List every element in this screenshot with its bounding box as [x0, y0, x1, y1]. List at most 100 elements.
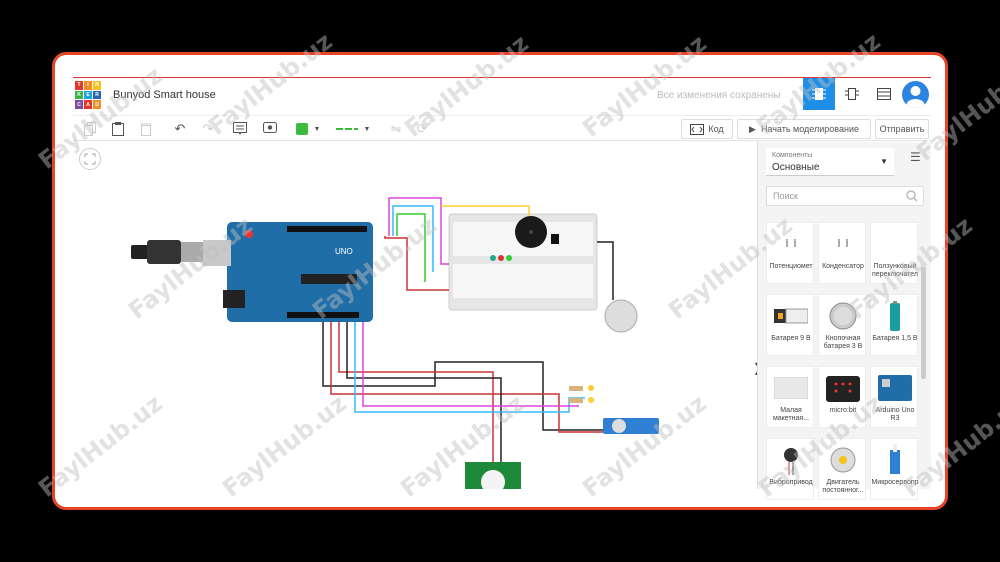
usb-cable[interactable]: [131, 240, 203, 264]
circuit-canvas[interactable]: UNO: [73, 142, 757, 502]
vibration-motor-icon: [773, 443, 809, 477]
logo-letter: A: [84, 100, 92, 109]
rotate-button[interactable]: ⟳: [411, 119, 433, 139]
logo-letter: K: [75, 90, 83, 100]
code-label: Код: [708, 124, 724, 134]
search-placeholder: Поиск: [773, 191, 798, 201]
dc-motor-icon: [825, 443, 861, 477]
paste-button[interactable]: [107, 119, 129, 139]
trash-icon: [140, 123, 152, 136]
component-label: Потенциомет: [769, 263, 813, 270]
component-label: Кнопочная батарея 3 В: [823, 335, 863, 350]
component-item[interactable]: Двигатель постоянног...: [818, 438, 866, 500]
copy-button[interactable]: [79, 119, 101, 139]
schematic-icon: [845, 88, 859, 100]
user-avatar[interactable]: [902, 81, 929, 108]
component-item[interactable]: Arduino Uno R3: [870, 366, 918, 428]
wires[interactable]: [322, 197, 614, 462]
undo-button[interactable]: ↶: [169, 119, 191, 139]
component-item[interactable]: Вибропривод: [766, 438, 814, 500]
search-icon: [906, 190, 918, 202]
potentiometer-icon: [773, 227, 809, 261]
component-label: Arduino Uno R3: [875, 407, 915, 422]
resistors[interactable]: [569, 385, 594, 403]
components-dropdown[interactable]: Компоненты Основные ▼: [766, 148, 894, 176]
copy-icon: [84, 122, 96, 136]
start-simulation-button[interactable]: ▶ Начать моделирование: [737, 119, 871, 139]
logo-letter: D: [93, 100, 101, 109]
annotate-button[interactable]: [259, 119, 281, 139]
circuit-diagram[interactable]: UNO: [73, 142, 757, 502]
mirror-button[interactable]: ⇋: [385, 119, 407, 139]
component-item[interactable]: Батарея 9 В: [766, 294, 814, 356]
component-item[interactable]: Конденсатор: [818, 222, 866, 284]
list-icon: ☰: [910, 150, 921, 164]
component-item[interactable]: Микросервопр: [870, 438, 919, 500]
component-label: Двигатель постоянног...: [822, 479, 864, 494]
arduino-uno[interactable]: UNO: [203, 222, 373, 322]
comment-eye-icon: [263, 122, 277, 133]
breadboard-view-icon: [812, 88, 826, 100]
delete-button[interactable]: [135, 119, 157, 139]
simulate-label: Начать моделирование: [760, 124, 859, 134]
top-bar: T I N K E R C A D Bunyod Smart house Все…: [73, 77, 931, 115]
component-label: Ползунковый переключател: [871, 263, 919, 278]
components-caption: Компоненты: [772, 152, 813, 159]
code-icon: [690, 123, 705, 135]
component-list-button[interactable]: [868, 78, 900, 110]
send-button[interactable]: Отправить: [875, 119, 929, 139]
piezo-buzzer[interactable]: [515, 216, 547, 248]
logo-letter: R: [93, 90, 101, 100]
microbit-icon: [825, 371, 861, 405]
fit-view-icon: [84, 153, 96, 165]
fit-view-button[interactable]: [79, 148, 101, 170]
component-label: Батарея 9 В: [771, 335, 811, 342]
redo-button[interactable]: ↷: [197, 119, 219, 139]
component-item[interactable]: micro:bit: [818, 366, 866, 428]
component-label: Малая макетная...: [772, 407, 810, 422]
logo-letter: I: [84, 81, 92, 90]
breadboard[interactable]: [448, 213, 598, 311]
toolbar: ↶ ↷ ▼ ▼ ⇋ ⟳ Код ▶ Начать моделирование О…: [73, 115, 931, 141]
code-button[interactable]: Код: [681, 119, 733, 139]
component-item[interactable]: Ползунковый переключател: [870, 222, 918, 284]
coin-battery-icon: [825, 299, 861, 333]
save-status: Все изменения сохранены: [657, 90, 781, 101]
list-view-toggle[interactable]: ☰: [910, 150, 921, 164]
component-label: Микросервопр: [871, 479, 919, 486]
schematic-view-button[interactable]: [836, 78, 868, 110]
slide-switch-icon: [877, 227, 913, 261]
component-item[interactable]: Батарея 1,5 В: [870, 294, 918, 356]
circuit-view-button[interactable]: [803, 78, 835, 110]
dc-motor[interactable]: [604, 299, 638, 333]
panel-scrollbar[interactable]: [921, 267, 926, 379]
app-window: T I N K E R C A D Bunyod Smart house Все…: [52, 52, 948, 510]
user-icon: [906, 86, 925, 108]
components-panel: Компоненты Основные ▼ ☰ Поиск Потенциоме…: [757, 142, 931, 500]
redo-icon: ↷: [202, 121, 214, 136]
battery-aa-icon: [877, 299, 913, 333]
tinkercad-logo[interactable]: T I N K E R C A D: [75, 81, 101, 109]
notes-button[interactable]: [229, 119, 251, 139]
breadboard-icon: [773, 371, 809, 405]
project-title[interactable]: Bunyod Smart house: [113, 89, 216, 101]
component-item[interactable]: Кнопочная батарея 3 В: [818, 294, 866, 356]
component-item[interactable]: Малая макетная...: [766, 366, 814, 428]
servo-motor[interactable]: [603, 418, 659, 434]
list-icon: [877, 88, 891, 100]
arduino-icon: [877, 371, 913, 405]
pir-sensor[interactable]: [465, 462, 521, 502]
color-picker[interactable]: ▼: [291, 119, 325, 139]
capacitor-icon: [825, 227, 861, 261]
component-label: Батарея 1,5 В: [872, 335, 918, 342]
logo-letter: E: [84, 90, 92, 100]
paste-icon: [112, 122, 124, 136]
logo-letter: C: [75, 100, 83, 109]
mirror-icon: ⇋: [390, 121, 402, 136]
wire-type-picker[interactable]: ▼: [331, 119, 375, 139]
chevron-down-icon: ▼: [313, 125, 321, 133]
component-item[interactable]: Потенциомет: [766, 222, 814, 284]
micro-servo-icon: [877, 443, 913, 477]
color-swatch: [295, 123, 308, 135]
search-input[interactable]: Поиск: [766, 186, 924, 206]
